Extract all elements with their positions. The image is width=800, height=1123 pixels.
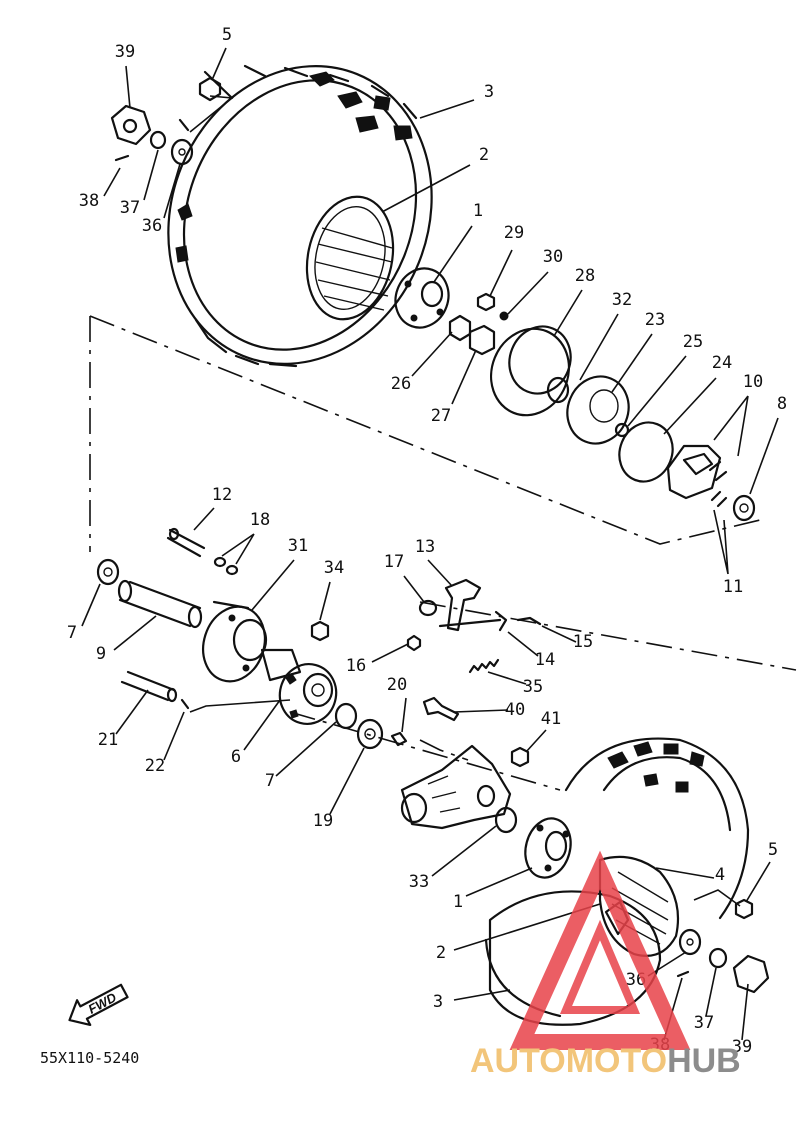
upper-tire-3 (167, 64, 433, 368)
part-label-l1b: 1 (453, 892, 463, 912)
part-label-l12: 12 (212, 485, 232, 505)
part-label-l40: 40 (505, 700, 525, 720)
bolts-20-40-41 (422, 696, 530, 768)
axle-components (96, 527, 291, 713)
part-label-l32: 32 (612, 290, 632, 310)
upper-fastener-set (110, 76, 235, 166)
part-label-l18: 18 (250, 510, 270, 530)
part-label-l25: 25 (683, 332, 703, 352)
part-label-l5a: 5 (222, 25, 232, 45)
part-label-l29: 29 (504, 223, 524, 243)
part-label-l33: 33 (409, 872, 429, 892)
part-label-l39b: 39 (732, 1037, 752, 1057)
watermark: AUTOMOTOHUB (470, 850, 741, 1080)
part-label-l37b: 37 (694, 1013, 714, 1033)
part-label-l27: 27 (431, 406, 451, 426)
part-label-l2b: 2 (436, 943, 446, 963)
leader-lines (81, 47, 779, 1041)
part-label-l38a: 38 (79, 191, 99, 211)
assembly-lines (89, 315, 797, 791)
part-label-l17: 17 (384, 552, 404, 572)
lower-tire-3 (484, 737, 750, 1026)
part-label-l2a: 2 (479, 145, 489, 165)
part-label-l7a: 7 (67, 623, 77, 643)
part-label-l5b: 5 (768, 840, 778, 860)
part-label-l30: 30 (543, 247, 563, 267)
part-label-l22: 22 (145, 756, 165, 776)
part-label-l23: 23 (645, 310, 665, 330)
part-label-l26: 26 (391, 374, 411, 394)
part-label-l21: 21 (98, 730, 118, 750)
part-label-l34: 34 (324, 558, 344, 578)
part-label-l3b: 3 (433, 992, 443, 1012)
part-label-l14: 14 (535, 650, 555, 670)
part-label-l39a: 39 (115, 42, 135, 62)
part-label-l31: 31 (288, 536, 308, 556)
watermark-text-auto: AUTOMOTO (470, 1042, 667, 1080)
lower-hub-1 (524, 817, 572, 879)
part-label-l28: 28 (575, 266, 595, 286)
brake-assembly (448, 292, 756, 522)
part-label-l4: 4 (715, 865, 725, 885)
part-label-l8: 8 (777, 394, 787, 414)
part-label-l3a: 3 (484, 82, 494, 102)
part-label-l6: 6 (231, 747, 241, 767)
part-label-l7b: 7 (265, 771, 275, 791)
knuckle-31 (202, 600, 330, 683)
knuckle-casting (400, 744, 518, 834)
part-label-l15: 15 (573, 632, 593, 652)
upper-hub-1 (394, 267, 450, 329)
part-label-l19: 19 (313, 811, 333, 831)
part-label-l16: 16 (346, 656, 366, 676)
part-label-l13: 13 (415, 537, 435, 557)
catalog-code: 55X110-5240 (40, 1049, 139, 1067)
part-label-l36a: 36 (142, 216, 162, 236)
fwd-arrow: FWD (68, 983, 129, 1027)
part-label-l20: 20 (387, 675, 407, 695)
fwd-label: FWD (86, 989, 120, 1016)
part-label-l11: 11 (723, 577, 743, 597)
part-label-l24: 24 (712, 353, 732, 373)
upper-wheel-rim-2 (305, 195, 395, 321)
watermark-logo-icon (509, 850, 691, 1050)
part-label-l35: 35 (523, 677, 543, 697)
svg-text:AUTOMOTOHUB: AUTOMOTOHUB (470, 1042, 741, 1080)
lower-fastener-set (676, 889, 770, 994)
hub-6 (278, 663, 408, 750)
brake-arm-13 (406, 578, 542, 674)
watermark-text-hub: HUB (667, 1042, 741, 1080)
part-label-l1a: 1 (473, 201, 483, 221)
part-label-l10: 10 (743, 372, 763, 392)
part-label-l41: 41 (541, 709, 561, 729)
part-label-l37a: 37 (120, 198, 140, 218)
part-label-l9: 9 (96, 644, 106, 664)
